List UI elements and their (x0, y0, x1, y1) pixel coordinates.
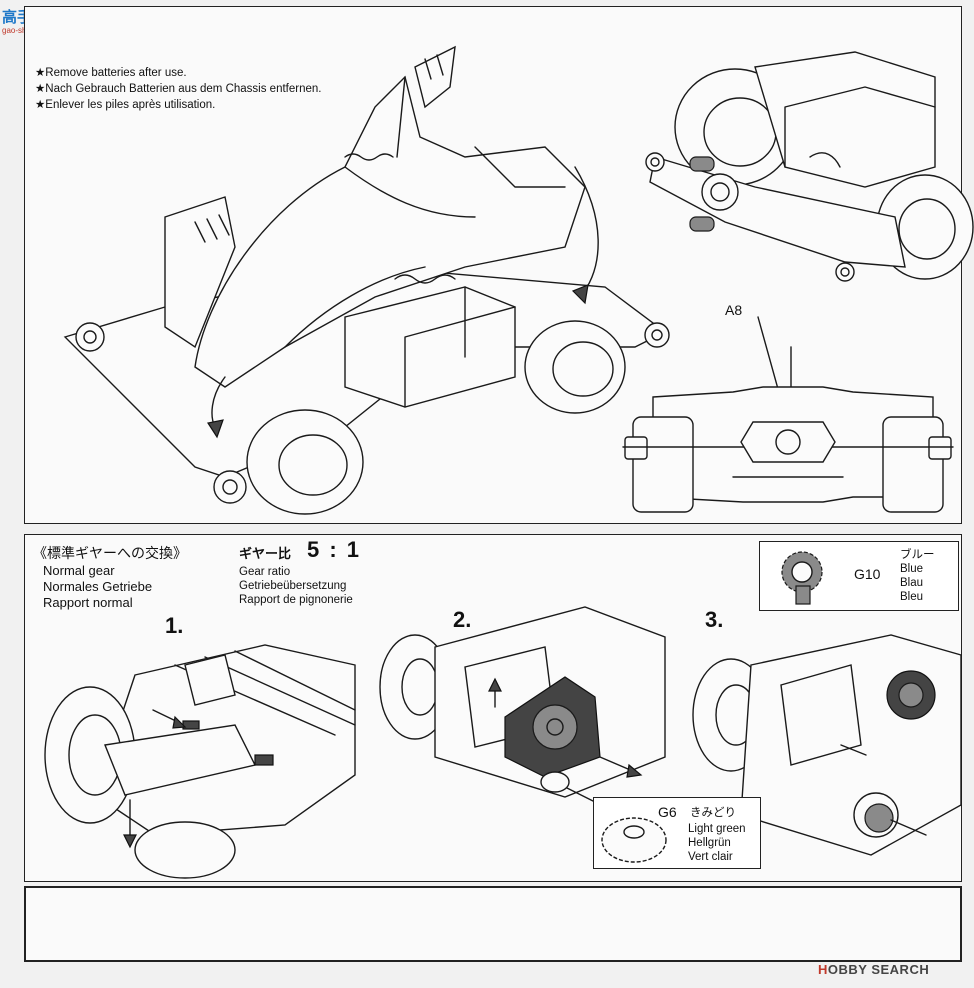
ratio-fr: Rapport de pignonerie (239, 594, 353, 606)
warning-line-fr: ★Enlever les piles après utilisation. (35, 99, 216, 111)
title-de: Normales Getriebe (43, 579, 153, 594)
gear-g6-de: Hellgrün (688, 837, 731, 849)
footer-brand-prefix: H (818, 962, 828, 977)
gear-g6-code: G6 (658, 804, 677, 820)
ratio-de: Getriebeübersetzung (239, 580, 347, 592)
title-fr: Rapport normal (43, 595, 133, 610)
ratio-en: Gear ratio (239, 566, 291, 578)
gear-g6-fr: Vert clair (688, 851, 733, 863)
title-en: Normal gear (43, 563, 115, 578)
step-1-illustration (44, 644, 356, 879)
gear-ratio-value: 5 : 1 (307, 537, 362, 562)
battery-warnings: ★Remove batteries after use. ★Nach Gebra… (35, 65, 321, 113)
gear-g10-icon (781, 551, 823, 605)
gear-g6-jp: きみどり (690, 807, 736, 819)
rear-view-illustration (622, 316, 954, 513)
step-3-number: 3. (705, 607, 724, 632)
warning-line-en: ★Remove batteries after use. (35, 67, 187, 79)
section-title-jp: 《標準ギヤーへの交換》 (33, 545, 187, 561)
footer-brand: HOBBY SEARCH (818, 962, 929, 977)
gear-g6-en: Light green (688, 823, 746, 835)
blue-gear-placement (886, 670, 936, 720)
gear-g10-fr: Bleu (900, 591, 924, 603)
gear-g10-code: G10 (854, 566, 881, 582)
top-instruction-panel: ★Remove batteries after use. ★Nach Gebra… (24, 6, 974, 524)
gear-g10-jp: ブルー (900, 549, 935, 561)
step-3-illustration (692, 634, 962, 856)
gear-g6-names: Light green Hellgrün Vert clair (688, 822, 746, 864)
footer-brand-text: OBBY SEARCH (827, 962, 930, 977)
gear-g10-en: Blue (900, 563, 924, 575)
step-2-illustration (379, 606, 666, 803)
gear-g10-names: ブルー Blue Blau Bleu (900, 548, 935, 604)
step-2-number: 2. (453, 607, 472, 632)
empty-notes-box (24, 886, 962, 962)
gear-g6-icon (601, 817, 667, 863)
gear-ratio-translations: Gear ratio Getriebeübersetzung Rapport d… (239, 565, 353, 607)
gear-ratio-label-jp: ギヤー比 (239, 546, 292, 561)
rear-roller-detail (645, 51, 974, 282)
gear-g6-callout: G6 きみどり Light green Hellgrün Vert clair (593, 797, 761, 869)
part-callout-a8: A8 (725, 302, 743, 318)
gear-change-panel: 《標準ギヤーへの交換》 Normal gear Normales Getrieb… (24, 534, 962, 882)
gear-g10-callout: G10 ブルー Blue Blau Bleu (759, 541, 959, 611)
step-1-number: 1. (165, 613, 184, 638)
warning-line-de: ★Nach Gebrauch Batterien aus dem Chassis… (35, 83, 322, 95)
gear-g10-de: Blau (900, 577, 924, 589)
car-body-illustration (63, 45, 670, 515)
section-title-translations: Normal gear Normales Getriebe Rapport no… (43, 563, 152, 611)
